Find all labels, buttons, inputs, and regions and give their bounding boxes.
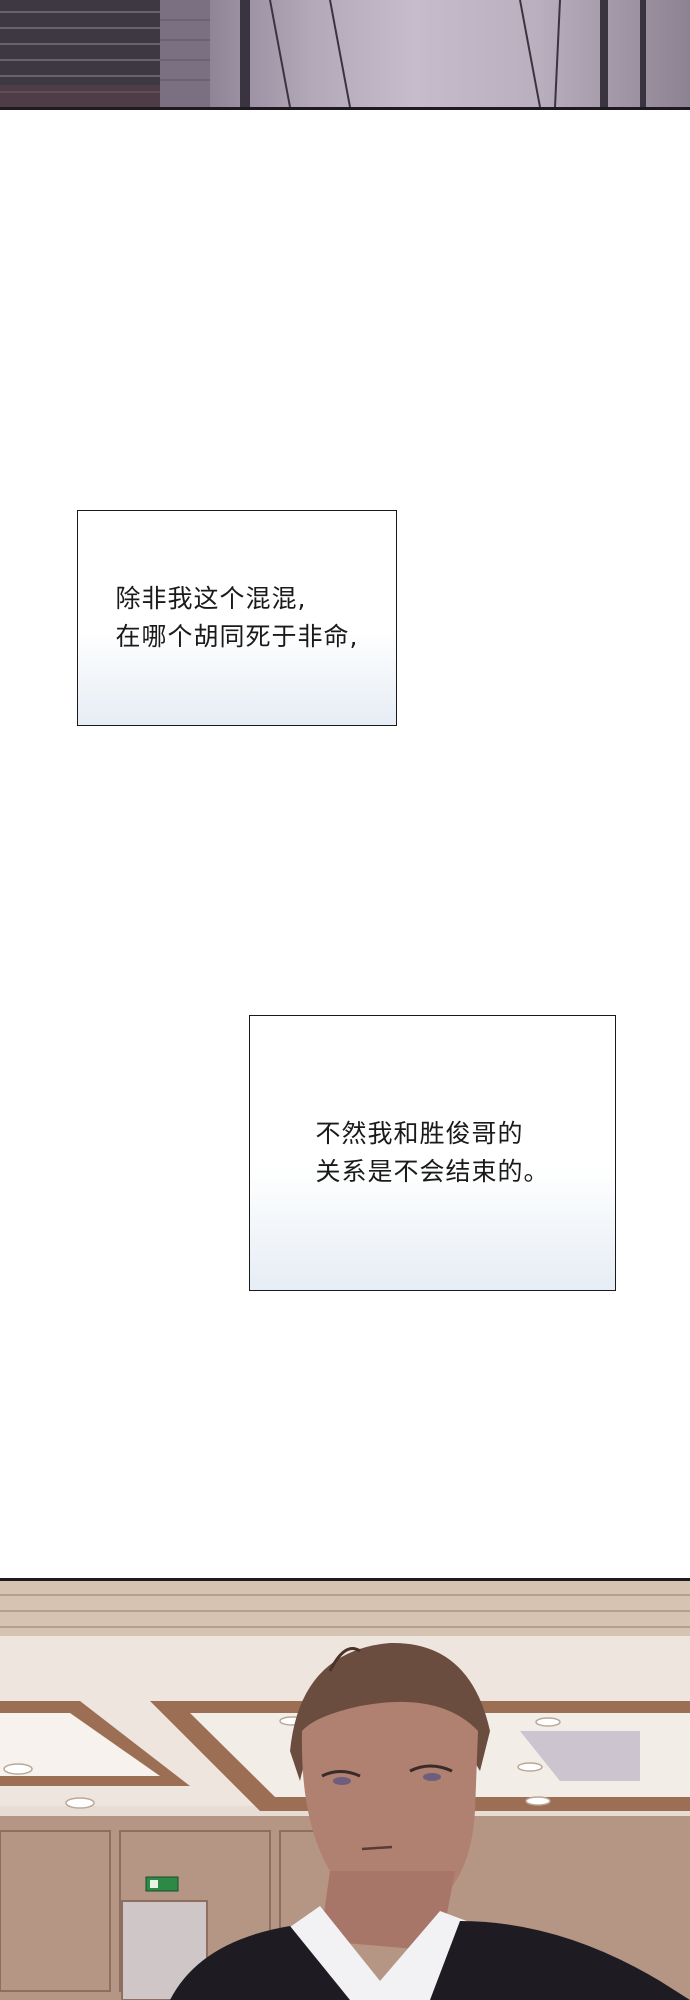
caption-text-1: 除非我这个混混, 在哪个胡同死于非命, xyxy=(116,580,359,656)
caption-line: 关系是不会结束的。 xyxy=(315,1157,550,1186)
caption-line: 除非我这个混混, xyxy=(115,584,307,613)
partial-scene-illustration xyxy=(0,0,646,107)
caption-text-2: 不然我和胜俊哥的 关系是不会结束的。 xyxy=(315,1115,549,1191)
caption-line: 不然我和胜俊哥的 xyxy=(315,1119,524,1148)
caption-box-2: 不然我和胜俊哥的 关系是不会结束的。 xyxy=(249,1015,616,1291)
caption-box-1: 除非我这个混混, 在哪个胡同死于非命, xyxy=(77,510,397,726)
caption-line: 在哪个胡同死于非命, xyxy=(115,622,359,651)
exit-sign-icon xyxy=(145,1876,179,1892)
top-illustration-panel xyxy=(0,0,690,110)
bottom-illustration-panel xyxy=(0,1578,690,2000)
man-in-suit-illustration xyxy=(0,1581,690,2000)
